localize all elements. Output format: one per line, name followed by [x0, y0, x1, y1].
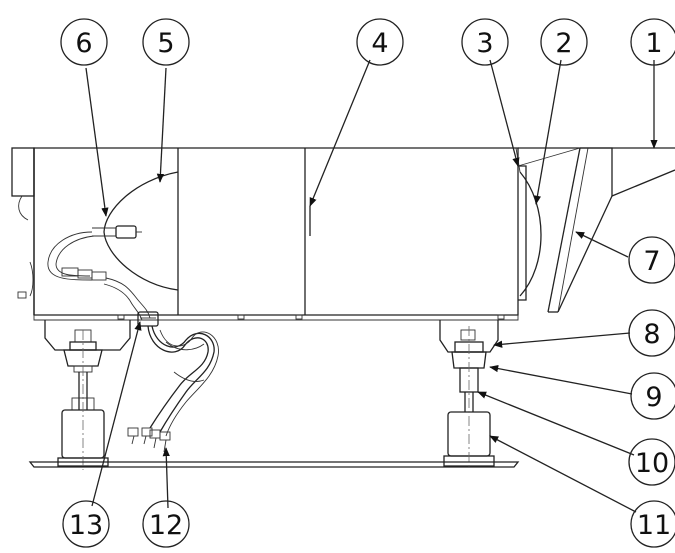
base-plate [28, 461, 520, 468]
leader-lines [85, 59, 658, 513]
callout-12-label: 12 [149, 510, 183, 541]
leader-8 [493, 332, 631, 348]
callout-8-label: 8 [643, 319, 660, 350]
rear-dome [103, 171, 179, 291]
callout-1: 1 [630, 18, 675, 66]
callout-11: 11 [630, 500, 675, 548]
callout-12: 12 [142, 500, 190, 548]
callout-3: 3 [461, 18, 509, 66]
left-end-block [11, 147, 35, 197]
leader-10 [477, 391, 635, 456]
callout-5: 5 [142, 18, 190, 66]
callouts: 1 2 3 4 5 6 7 8 [60, 18, 675, 548]
callout-3-label: 3 [476, 28, 493, 59]
leader-7 [575, 231, 629, 258]
leader-2 [533, 59, 562, 205]
callout-6: 6 [60, 18, 108, 66]
callout-13: 13 [62, 500, 110, 548]
leader-6 [85, 67, 109, 217]
callout-10: 10 [628, 438, 675, 486]
callout-11-label: 11 [637, 510, 671, 541]
left-mount [44, 320, 131, 470]
sunshield [517, 147, 675, 313]
leader-13 [91, 321, 142, 507]
cable-gland-pigtail [127, 311, 219, 453]
leader-12 [162, 447, 170, 509]
callout-13-label: 13 [69, 510, 103, 541]
callout-4-label: 4 [371, 28, 388, 59]
right-mount [439, 320, 499, 470]
leader-4 [309, 59, 371, 207]
connector-cables [29, 225, 151, 321]
leader-5 [156, 67, 167, 183]
callout-7-label: 7 [643, 246, 660, 277]
callout-5-label: 5 [157, 28, 174, 59]
callout-4: 4 [356, 18, 404, 66]
housing-body [33, 147, 519, 316]
callout-1-label: 1 [645, 28, 662, 59]
callout-10-label: 10 [635, 448, 669, 479]
leader-9 [489, 364, 633, 395]
callout-9: 9 [630, 372, 675, 420]
callout-9-label: 9 [645, 382, 662, 413]
housing [11, 147, 519, 321]
callout-6-label: 6 [75, 28, 92, 59]
callout-7: 7 [628, 236, 675, 284]
callout-2: 2 [540, 18, 588, 66]
leader-11 [489, 435, 637, 513]
leader-3 [489, 59, 520, 167]
callout-2-label: 2 [555, 28, 572, 59]
front-window [515, 147, 542, 297]
callout-8: 8 [628, 309, 675, 357]
